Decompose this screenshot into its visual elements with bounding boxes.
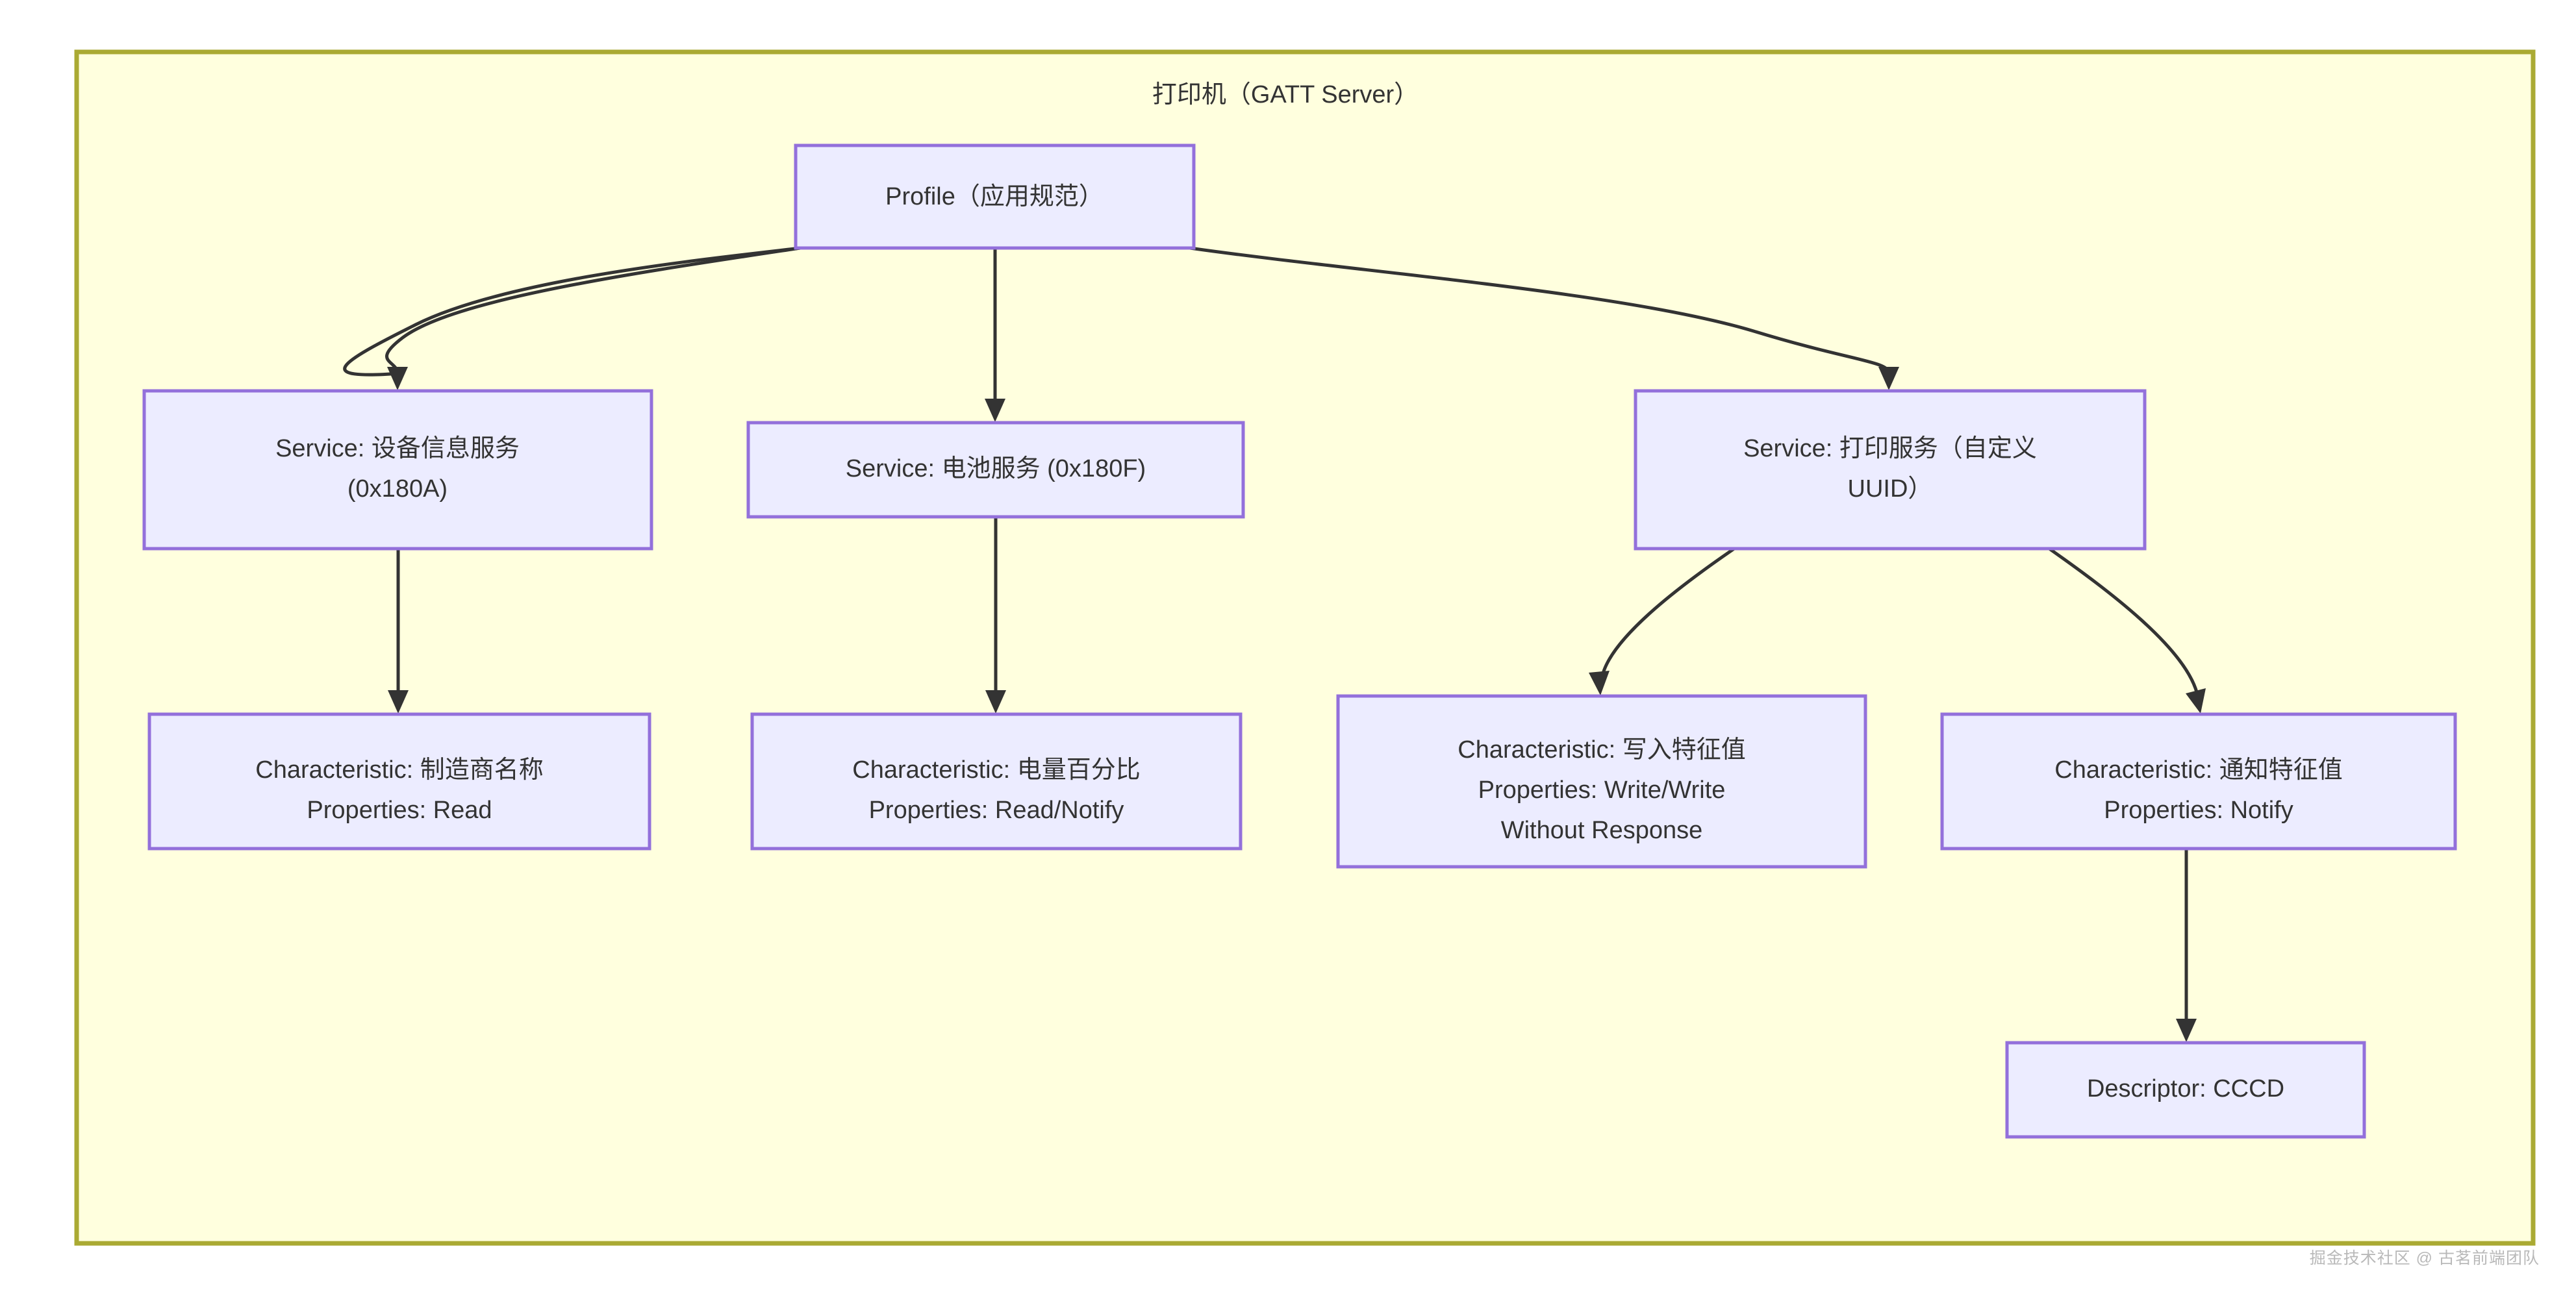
cluster-title: 打印机（GATT Server） xyxy=(1152,81,1419,108)
node-char-battery-level-label-line1: Characteristic: 电量百分比 xyxy=(852,756,1140,784)
node-service-battery-label: Service: 电池服务 (0x180F) xyxy=(846,455,1146,482)
node-service-print[interactable]: Service: 打印服务（自定义 UUID） xyxy=(1634,389,2147,551)
node-char-notify-label-line1: Characteristic: 通知特征值 xyxy=(2054,756,2342,784)
node-char-battery-level[interactable]: Characteristic: 电量百分比 Properties: Read/N… xyxy=(750,712,1243,851)
node-service-print-label-line2: UUID） xyxy=(1848,475,1933,503)
node-service-device-info-label-line1: Service: 设备信息服务 xyxy=(275,435,520,462)
node-char-write[interactable]: Characteristic: 写入特征值 Properties: Write/… xyxy=(1336,694,1867,869)
node-char-notify-label-line2: Properties: Notify xyxy=(2104,797,2293,824)
node-char-battery-level-label-line2: Properties: Read/Notify xyxy=(869,797,1124,824)
edge-profile-to-service-print xyxy=(1189,246,1899,390)
node-char-write-label-line2: Properties: Write/Write xyxy=(1478,777,1726,804)
edge-profile-to-service-battery xyxy=(985,248,1005,422)
edge-service-battery-to-char-battery-level xyxy=(985,517,1006,714)
node-char-manufacturer-label-line2: Properties: Read xyxy=(307,797,492,824)
node-descriptor-cccd-label: Descriptor: CCCD xyxy=(2087,1075,2284,1102)
node-profile[interactable]: Profile（应用规范） xyxy=(794,143,1196,250)
node-char-manufacturer-label-line1: Characteristic: 制造商名称 xyxy=(255,756,543,784)
node-descriptor-cccd[interactable]: Descriptor: CCCD xyxy=(2005,1041,2366,1139)
edge-service-device-info-to-char-manufacturer xyxy=(388,549,409,714)
node-service-battery[interactable]: Service: 电池服务 (0x180F) xyxy=(746,421,1245,519)
node-service-device-info[interactable]: Service: 设备信息服务 (0x180A) xyxy=(142,389,653,551)
node-service-device-info-label-line2: (0x180A) xyxy=(347,475,448,503)
watermark: 掘金技术社区 @ 古茗前端团队 xyxy=(2309,1249,2540,1267)
edge-char-notify-to-descriptor-cccd xyxy=(2176,849,2197,1042)
edge-service-print-to-char-write xyxy=(1589,547,1736,695)
node-char-write-label-line3: Without Response xyxy=(1501,817,1703,844)
node-char-notify[interactable]: Characteristic: 通知特征值 Properties: Notify xyxy=(1940,712,2457,851)
edge-profile-to-service-device-info xyxy=(343,246,801,390)
edge-service-print-to-char-notify xyxy=(2048,547,2206,714)
node-char-write-label-line1: Characteristic: 写入特征值 xyxy=(1458,736,1745,764)
node-profile-label: Profile（应用规范） xyxy=(885,183,1104,210)
node-service-print-label-line1: Service: 打印服务（自定义 xyxy=(1743,435,2037,462)
node-char-manufacturer[interactable]: Characteristic: 制造商名称 Properties: Read xyxy=(147,712,651,851)
edge-group xyxy=(343,246,2206,1042)
